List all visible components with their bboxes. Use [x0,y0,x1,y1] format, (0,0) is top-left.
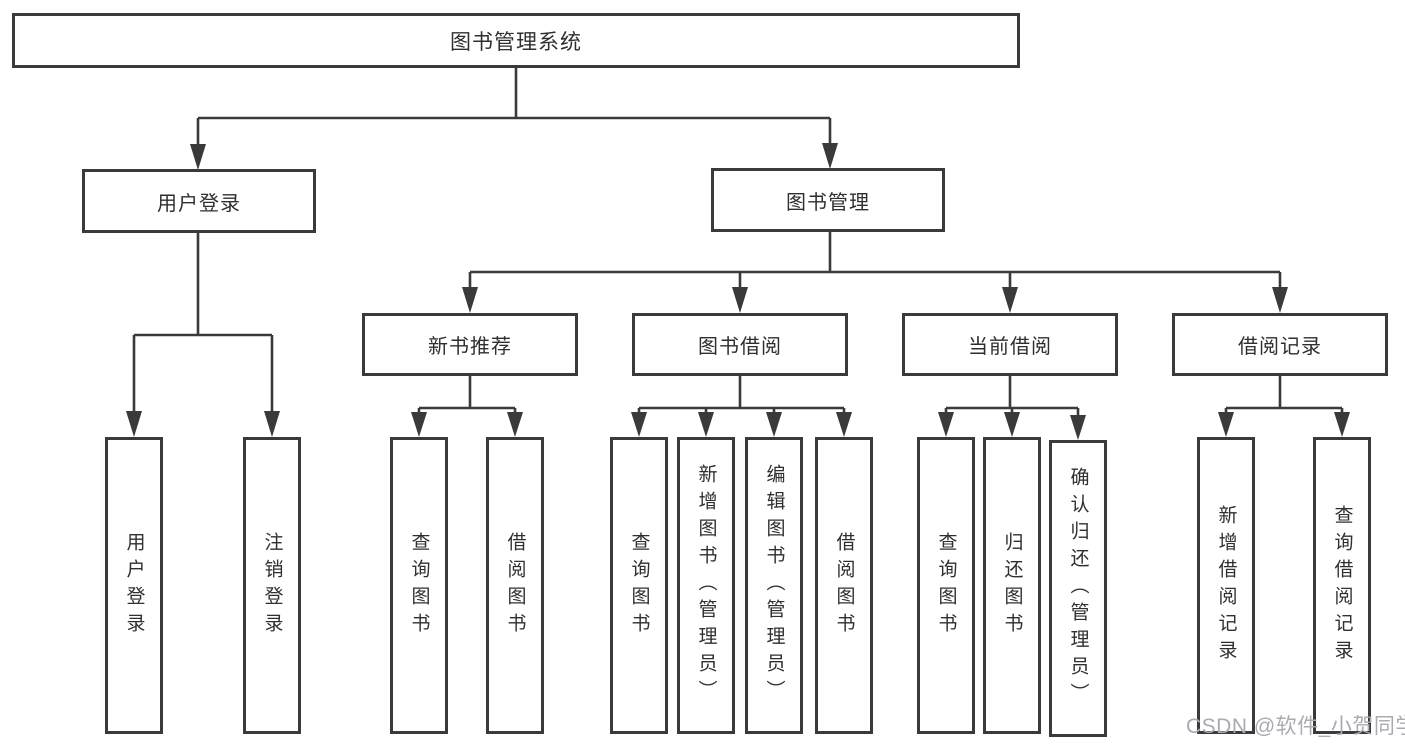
leaf-add-book-admin-label: 新增图书（管理员） [695,464,717,707]
leaf-add-borrow-record: 新增借阅记录 [1197,437,1255,734]
leaf-confirm-return-admin: 确认归还（管理员） [1049,440,1107,737]
leaf-logout: 注销登录 [243,437,301,734]
leaf-edit-book-admin-label: 编辑图书（管理员） [763,464,785,707]
leaf-user-login-label: 用户登录 [123,531,145,640]
leaf-borrow-book-2: 借阅图书 [815,437,873,734]
leaf-query-book-2: 查询图书 [610,437,668,734]
connector-paths [132,67,1344,416]
leaf-borrow-book-2-label: 借阅图书 [833,531,855,640]
leaf-add-borrow-record-label: 新增借阅记录 [1215,504,1237,667]
node-current-borrow: 当前借阅 [902,313,1118,376]
leaf-add-book-admin: 新增图书（管理员） [677,437,735,734]
node-borrow-records: 借阅记录 [1172,313,1388,376]
watermark-text: CSDN @软件_小贺同学 [1186,715,1405,738]
node-book-mgmt: 图书管理 [711,168,945,232]
leaf-borrow-book-1: 借阅图书 [486,437,544,734]
leaf-query-book-3: 查询图书 [917,437,975,734]
leaf-return-book: 归还图书 [983,437,1041,734]
leaf-user-login: 用户登录 [105,437,163,734]
node-root: 图书管理系统 [12,13,1020,68]
leaf-query-book-1-label: 查询图书 [408,531,430,640]
leaf-query-borrow-record-label: 查询借阅记录 [1331,504,1353,667]
leaf-edit-book-admin: 编辑图书（管理员） [745,437,803,734]
arrowheads [126,143,1350,440]
leaf-return-book-label: 归还图书 [1001,531,1023,640]
node-book-borrow: 图书借阅 [632,313,848,376]
leaf-logout-label: 注销登录 [261,531,283,640]
leaf-query-book-2-label: 查询图书 [628,531,650,640]
leaf-query-book-3-label: 查询图书 [935,531,957,640]
node-new-book-rec: 新书推荐 [362,313,578,376]
leaf-query-borrow-record: 查询借阅记录 [1313,437,1371,734]
leaf-confirm-return-admin-label: 确认归还（管理员） [1067,467,1089,710]
leaf-borrow-book-1-label: 借阅图书 [504,531,526,640]
leaf-query-book-1: 查询图书 [390,437,448,734]
node-user-login: 用户登录 [82,169,316,233]
